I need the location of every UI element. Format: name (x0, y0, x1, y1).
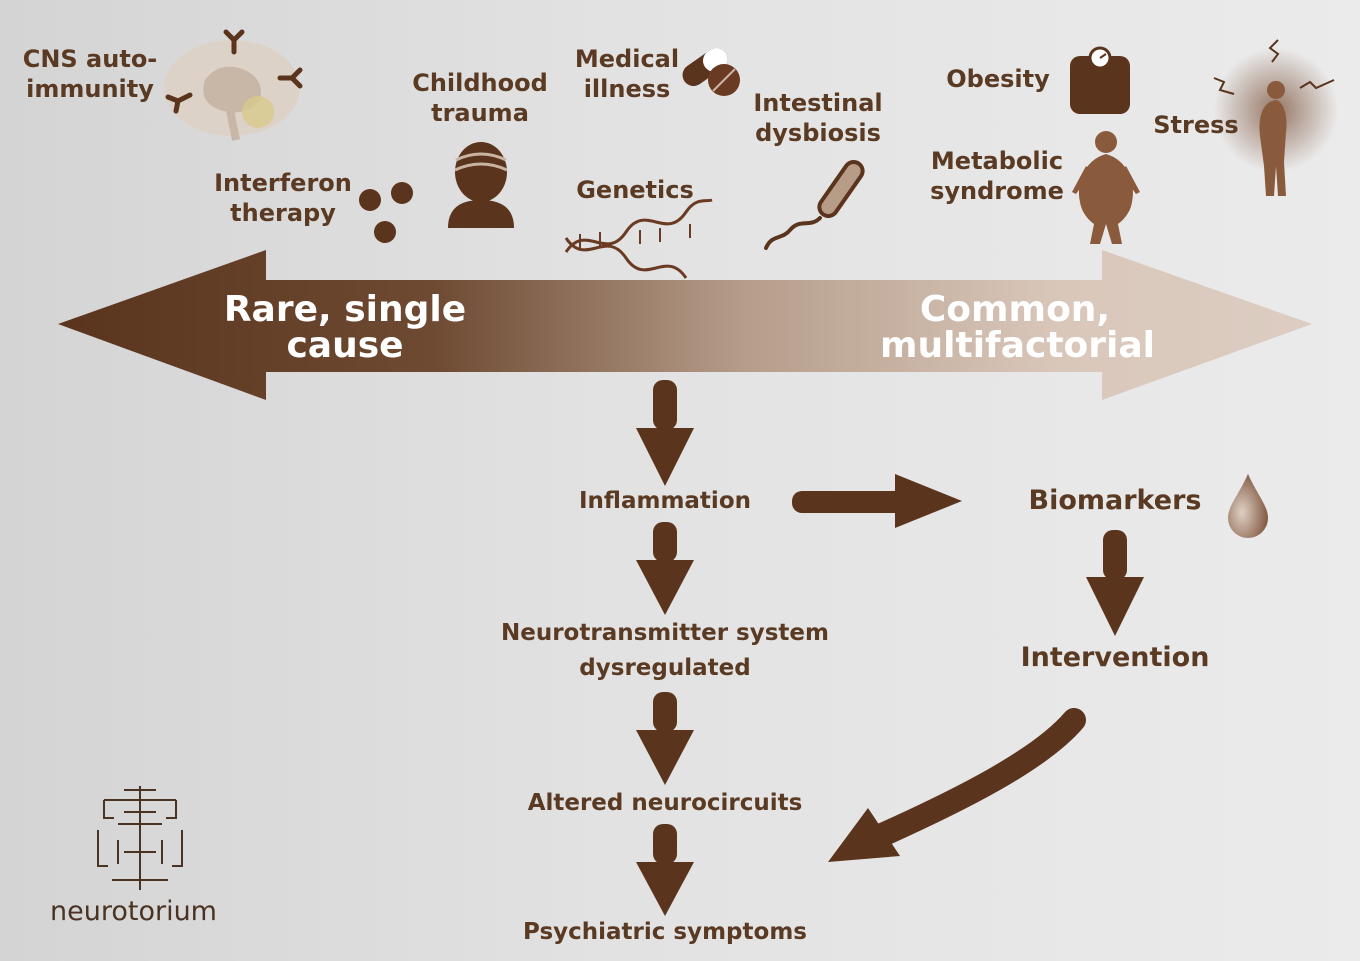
axis-right-label: Common, multifactorial (880, 289, 1155, 366)
pills-icon (682, 47, 740, 96)
arrow-to-neurotransmitter (636, 522, 694, 615)
blood-drop-icon (1228, 474, 1268, 538)
neurotorium-logo (97, 786, 183, 890)
body-icon (1072, 131, 1140, 244)
brand-name: neurotorium (50, 896, 217, 927)
arrow-to-inflammation (636, 380, 694, 486)
arrow-to-neurocircuits (636, 692, 694, 785)
stressed-person-icon (1213, 39, 1338, 196)
neurocircuits-label: Altered neurocircuits (527, 790, 803, 816)
dna-icon (564, 198, 713, 279)
axis-left-label: Rare, single cause (223, 289, 467, 366)
spectrum-arrow (58, 250, 1312, 400)
genetics-label: Genetics (576, 176, 694, 204)
biomarkers-label: Biomarkers (1028, 485, 1202, 516)
stress-label: Stress (1153, 111, 1239, 139)
arrow-to-symptoms (636, 824, 694, 916)
arrow-to-intervention (1086, 530, 1144, 636)
intestinal-dysbiosis-label: Intestinal dysbiosis (753, 89, 883, 147)
scale-icon (1070, 46, 1130, 114)
bacterium-icon (764, 159, 865, 250)
interferon-therapy-label: Interferon therapy (214, 169, 352, 227)
interferon-dots-icon (359, 182, 413, 243)
childhood-trauma-label: Childhood trauma (412, 69, 548, 127)
obesity-label: Obesity (946, 65, 1050, 93)
neurotransmitter-label: Neurotransmitter system dysregulated (500, 620, 829, 681)
medical-illness-label: Medical illness (574, 45, 680, 103)
cns-autoimmunity-label: CNS auto- immunity (22, 45, 158, 103)
arrow-intervention-feedback (828, 708, 1086, 862)
brain-icon (164, 29, 303, 141)
arrow-to-biomarkers (792, 474, 962, 528)
inflammation-label: Inflammation (578, 488, 751, 514)
psychiatric-symptoms-label: Psychiatric symptoms (523, 919, 807, 945)
intervention-label: Intervention (1020, 642, 1210, 673)
metabolic-syndrome-label: Metabolic syndrome (930, 147, 1064, 205)
head-icon (448, 142, 514, 228)
